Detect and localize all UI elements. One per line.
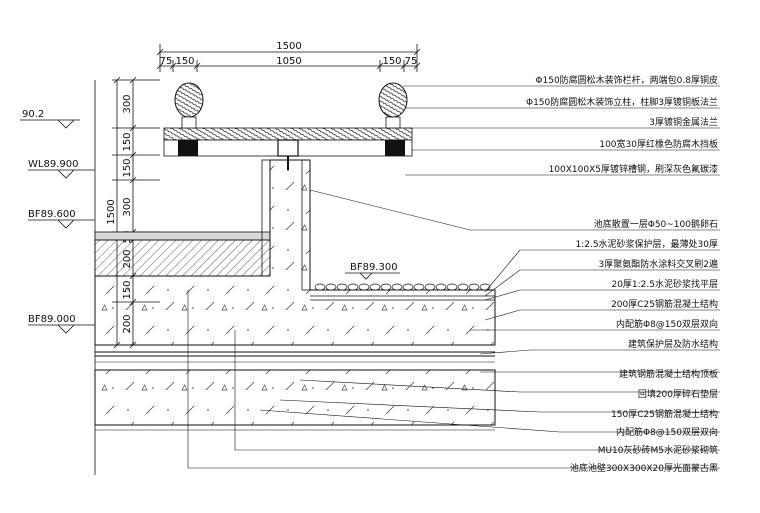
dim-total: 1500 bbox=[276, 41, 301, 52]
structure-section bbox=[94, 159, 496, 431]
top-dimensions bbox=[156, 44, 421, 72]
note-rebar-1: 内配筋Φ8@150双层双向 bbox=[616, 318, 718, 330]
annotations: Φ150防腐圆松木装饰栏杆，两端包0.8厚铜皮 Φ150防腐圆松木装饰立柱，柱脚… bbox=[526, 74, 718, 474]
dim-right-outer: 75 bbox=[405, 56, 418, 67]
note-channel: 100X100X5厚镀锌槽钢，刷深灰色氟碳漆 bbox=[549, 163, 718, 175]
dim-seg-300-a: 300 bbox=[122, 94, 133, 113]
dim-right-inner: 150 bbox=[382, 56, 401, 67]
flange-left bbox=[178, 140, 198, 156]
wall-lining-right bbox=[301, 159, 311, 291]
note-brick: MU10灰砂砖M5水泥砂浆砌筑 bbox=[598, 444, 718, 456]
railing bbox=[163, 82, 413, 170]
note-rebar-2: 内配筋Φ8@150双层双向 bbox=[616, 426, 718, 438]
note-leveling: 20厚1:2.5水泥砂浆找平层 bbox=[611, 278, 718, 290]
note-waterproofing: 3厚聚氨酯防水涂料交叉刷2遍 bbox=[599, 258, 718, 270]
note-mortar-protection: 1:2.5水泥砂浆保护层，最薄处30厚 bbox=[575, 238, 718, 250]
dim-seg-150-b: 150 bbox=[122, 158, 133, 177]
dim-left-outer: 75 bbox=[160, 56, 173, 67]
leader-lines bbox=[187, 85, 720, 469]
level-bf-89000: BF89.000 bbox=[28, 314, 76, 325]
note-protection: 建筑保护层及防水结构 bbox=[628, 338, 718, 350]
note-railing: Φ150防腐圆松木装饰栏杆，两端包0.8厚铜皮 bbox=[535, 74, 718, 86]
note-board: 100宽30厚红橡色防腐木挡板 bbox=[599, 138, 718, 150]
dim-middle: 1050 bbox=[276, 56, 301, 67]
note-flange: 3厚镀铜金属法兰 bbox=[649, 116, 718, 128]
level-bf-89600: BF89.600 bbox=[28, 209, 76, 220]
left-mortar-layer bbox=[94, 231, 271, 241]
roof-slab bbox=[94, 369, 496, 426]
level-top: 90.2 bbox=[22, 109, 44, 120]
left-hatched-base bbox=[94, 239, 271, 277]
note-gravel: 回填200厚碎石垫层 bbox=[638, 388, 718, 400]
note-c25-150: 150厚C25钢筋混凝土结构 bbox=[611, 408, 718, 420]
dim-overall-vertical: 1500 bbox=[106, 199, 117, 224]
note-roof-slab: 建筑钢筋混凝土结构顶板 bbox=[619, 368, 718, 380]
log-post-left bbox=[174, 82, 204, 118]
dim-left-inner: 150 bbox=[175, 56, 194, 67]
steel-channel bbox=[163, 139, 413, 157]
wall-lining-left bbox=[261, 159, 271, 277]
timber-board bbox=[163, 127, 413, 141]
dim-seg-300-b: 300 bbox=[122, 197, 133, 216]
level-bf-89300: BF89.300 bbox=[350, 262, 398, 273]
note-pebbles: 池底散置一层Φ50~100鹅卵石 bbox=[594, 218, 718, 230]
note-post: Φ150防腐圆松木装饰立柱，柱脚3厚镀铜板法兰 bbox=[526, 96, 718, 108]
flange-right bbox=[385, 140, 405, 156]
dim-seg-150-a: 150 bbox=[122, 132, 133, 151]
note-c25-200: 200厚C25钢筋混凝土结构 bbox=[611, 298, 718, 310]
note-granite: 池底池壁300X300X20厚光面蒙古黑 bbox=[570, 462, 718, 474]
pebble-layer bbox=[314, 283, 491, 291]
log-post-right bbox=[378, 82, 408, 118]
level-wl: WL89.900 bbox=[28, 159, 78, 170]
level-markers bbox=[20, 119, 400, 334]
